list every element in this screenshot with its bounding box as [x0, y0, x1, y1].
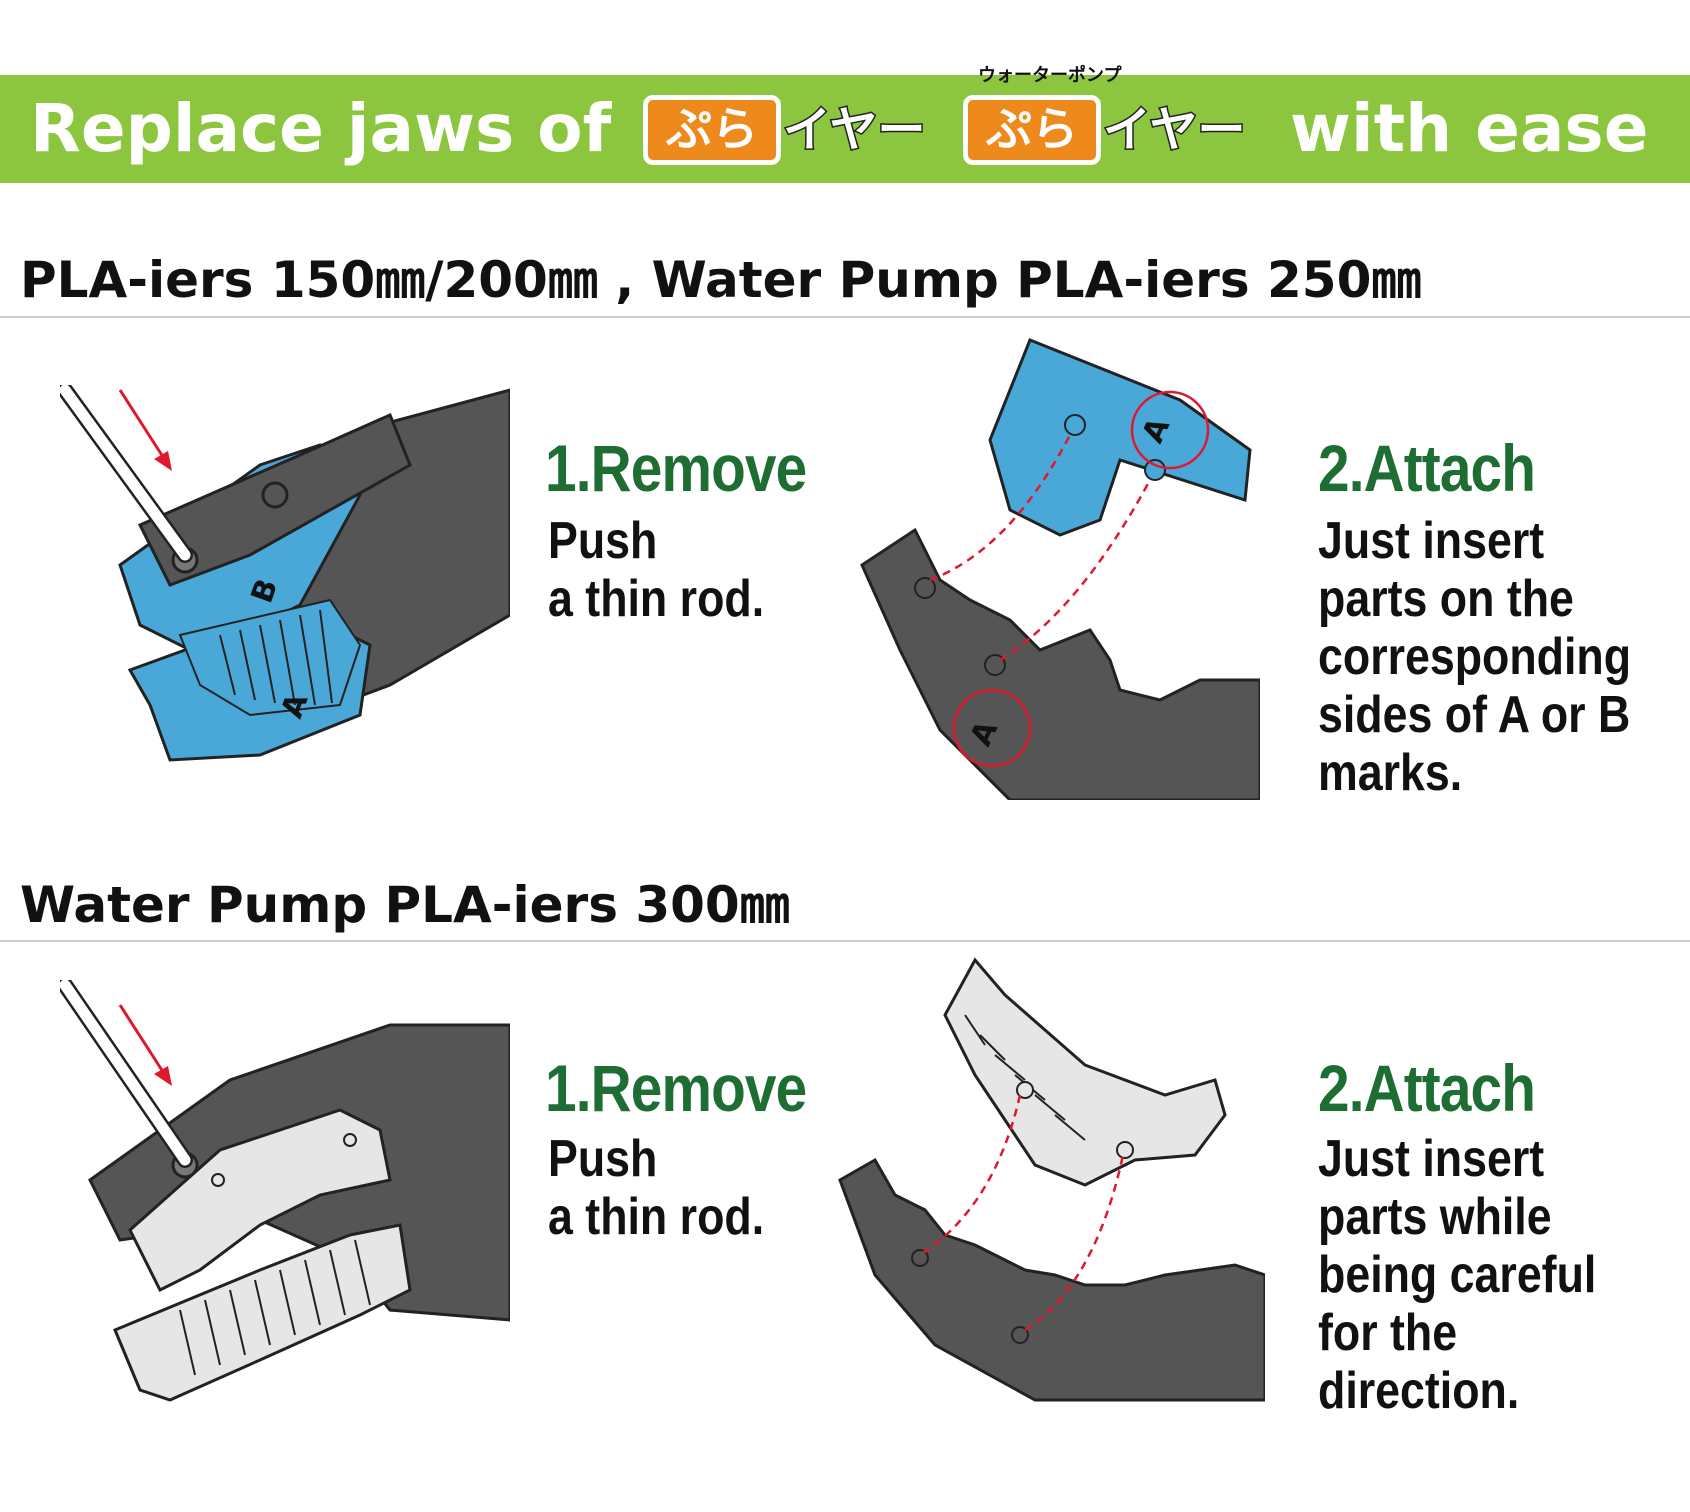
- attach2-line-4: for the: [1318, 1304, 1458, 1362]
- section1-attach-title: 2.Attach: [1318, 431, 1536, 505]
- lower-teeth-lines: [179, 1239, 371, 1376]
- mark-circle-bottom: [952, 688, 1032, 768]
- pivot-hole: [261, 481, 289, 509]
- attach-line-3: corresponding: [1318, 628, 1632, 686]
- upper-jaw-hole-2: [343, 1133, 357, 1147]
- section1-title: PLA-iers 150㎜/200㎜ , Water Pump PLA-iers…: [20, 251, 1422, 309]
- title-banner: Replace jaws of ぷら イヤー ぷら イヤー with ease: [0, 75, 1690, 183]
- section2-remove-body: Push a thin rod.: [548, 1130, 764, 1246]
- blue-jaw-insert: [988, 338, 1252, 537]
- section1-attach-body: Just insert parts on the corresponding s…: [1318, 512, 1631, 802]
- logo-pura-badge: ぷら: [643, 95, 781, 165]
- attach-line-5: marks.: [1318, 744, 1463, 802]
- guide-line-2: [999, 479, 1152, 662]
- white-jaw-insert: [943, 957, 1227, 1187]
- logo2-pura-badge: ぷら: [963, 95, 1101, 165]
- thin-rod-300-fill: [60, 980, 191, 1166]
- section1-remove-body: Push a thin rod.: [548, 512, 764, 628]
- banner-suffix: with ease: [1290, 90, 1649, 167]
- upper-jaw-white: [128, 1108, 392, 1293]
- section1-divider: [0, 316, 1690, 318]
- upper-jaw-hole: [211, 1173, 225, 1187]
- insert-peg-1: [1064, 414, 1086, 436]
- push-arrow-300: [118, 1004, 167, 1076]
- remove-illustration-gray: [60, 980, 510, 1402]
- remove2-line-2: a thin rod.: [548, 1188, 765, 1246]
- seat2-hole-1: [911, 1249, 929, 1267]
- section2-attach-body: Just insert parts while being careful fo…: [1318, 1130, 1596, 1420]
- section2-title: Water Pump PLA-iers 300㎜: [20, 876, 790, 934]
- mark-circle-top: [1130, 390, 1210, 470]
- logo2-ruby: ウォーターポンプ: [978, 65, 1122, 86]
- push-arrow: [118, 389, 167, 461]
- seat2-hole-2: [1011, 1326, 1029, 1344]
- gray-jaw-seat: [860, 527, 1260, 800]
- attach2-line-2: parts while: [1318, 1188, 1552, 1246]
- attach2-line-1: Just insert: [1318, 1130, 1545, 1188]
- section2-remove-title: 1.Remove: [545, 1051, 807, 1125]
- banner-prefix: Replace jaws of: [30, 90, 612, 167]
- jaw-teeth: [178, 598, 362, 717]
- guide-line-1: [929, 434, 1072, 582]
- remove-line-1: Push: [548, 512, 658, 570]
- insert2-peg-2: [1116, 1141, 1134, 1159]
- section2-attach-title: 2.Attach: [1318, 1051, 1536, 1125]
- attach-illustration-gray: [838, 957, 1265, 1402]
- section2-divider: [0, 940, 1690, 942]
- remove-illustration-blue: B A: [60, 385, 510, 762]
- logo2-iya-text: イヤー: [1102, 101, 1248, 160]
- insert-peg-2: [1144, 459, 1166, 481]
- gray-jaw-seat-300: [838, 1157, 1265, 1402]
- guide-line-4: [1024, 1154, 1125, 1332]
- remove2-line-1: Push: [548, 1130, 658, 1188]
- remove-line-2: a thin rod.: [548, 570, 765, 628]
- push-arrow-300-head: [154, 1066, 172, 1086]
- attach-illustration-blue: A A: [860, 338, 1260, 800]
- seat-hole-1: [914, 577, 936, 599]
- insert2-peg-1: [1016, 1081, 1034, 1099]
- attach-line-4: sides of A or B: [1318, 686, 1631, 744]
- attach-line-1: Just insert: [1318, 512, 1545, 570]
- attach2-line-5: direction.: [1318, 1362, 1520, 1420]
- attach2-line-3: being careful: [1318, 1246, 1597, 1304]
- logo-iya-text: イヤー: [782, 101, 928, 160]
- attach-line-2: parts on the: [1318, 570, 1574, 628]
- push-arrow-head: [154, 451, 172, 471]
- thin-rod-fill: [60, 385, 191, 561]
- section1-remove-title: 1.Remove: [545, 431, 807, 505]
- guide-line-3: [922, 1094, 1022, 1255]
- insert-teeth-lines: [964, 1014, 1086, 1141]
- teeth-lines: [219, 609, 333, 706]
